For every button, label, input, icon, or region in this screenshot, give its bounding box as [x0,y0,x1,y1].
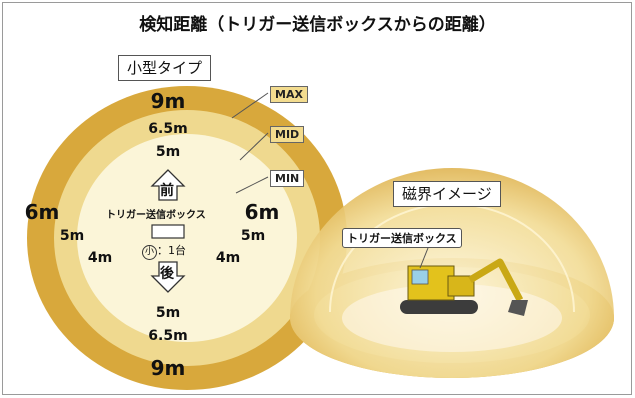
magnetic-field-label: 磁界イメージ [393,181,501,207]
trigger-box-count-row: 小：1台 [142,242,186,260]
distance-top-mid: 6.5m [148,121,188,137]
distance-right-max: 6m [244,200,280,224]
front-label: 前 [160,183,174,199]
distance-top-min: 5m [155,144,181,160]
trigger-box-icon [151,224,185,239]
excavator-icon [400,258,528,316]
min-tag: MIN [270,170,305,187]
distance-left-min: 4m [87,250,113,266]
trigger-box-callout: トリガー送信ボックス [342,228,462,248]
small-type-label: 小型タイプ [118,55,212,81]
figure-frame [2,2,632,395]
front-arrow-icon [150,169,186,201]
back-arrow-icon [150,261,186,293]
max-pointer-line [231,92,269,119]
max-tag: MAX [270,86,308,103]
page-title: 検知距離（トリガー送信ボックスからの距離） [139,15,496,35]
back-label: 後 [160,266,174,282]
distance-bottom-min: 5m [155,305,181,321]
distance-top-max: 9m [150,89,186,113]
min-range-ellipse [77,134,297,342]
small-mark: 小 [142,245,157,260]
callout-pointer-line [419,247,429,269]
mid-tag: MID [270,126,305,143]
trigger-box-count: ：1台 [157,244,186,257]
dome-floor-highlight [342,284,562,352]
mid-pointer-line [239,132,269,161]
distance-left-max: 6m [24,200,60,224]
distance-bottom-mid: 6.5m [148,328,188,344]
trigger-box-name: トリガー送信ボックス [106,210,206,221]
distance-left-mid: 5m [59,228,85,244]
min-pointer-line [235,176,269,194]
distance-right-min: 4m [215,250,241,266]
distance-right-mid: 5m [240,228,266,244]
distance-bottom-max: 9m [150,356,186,380]
